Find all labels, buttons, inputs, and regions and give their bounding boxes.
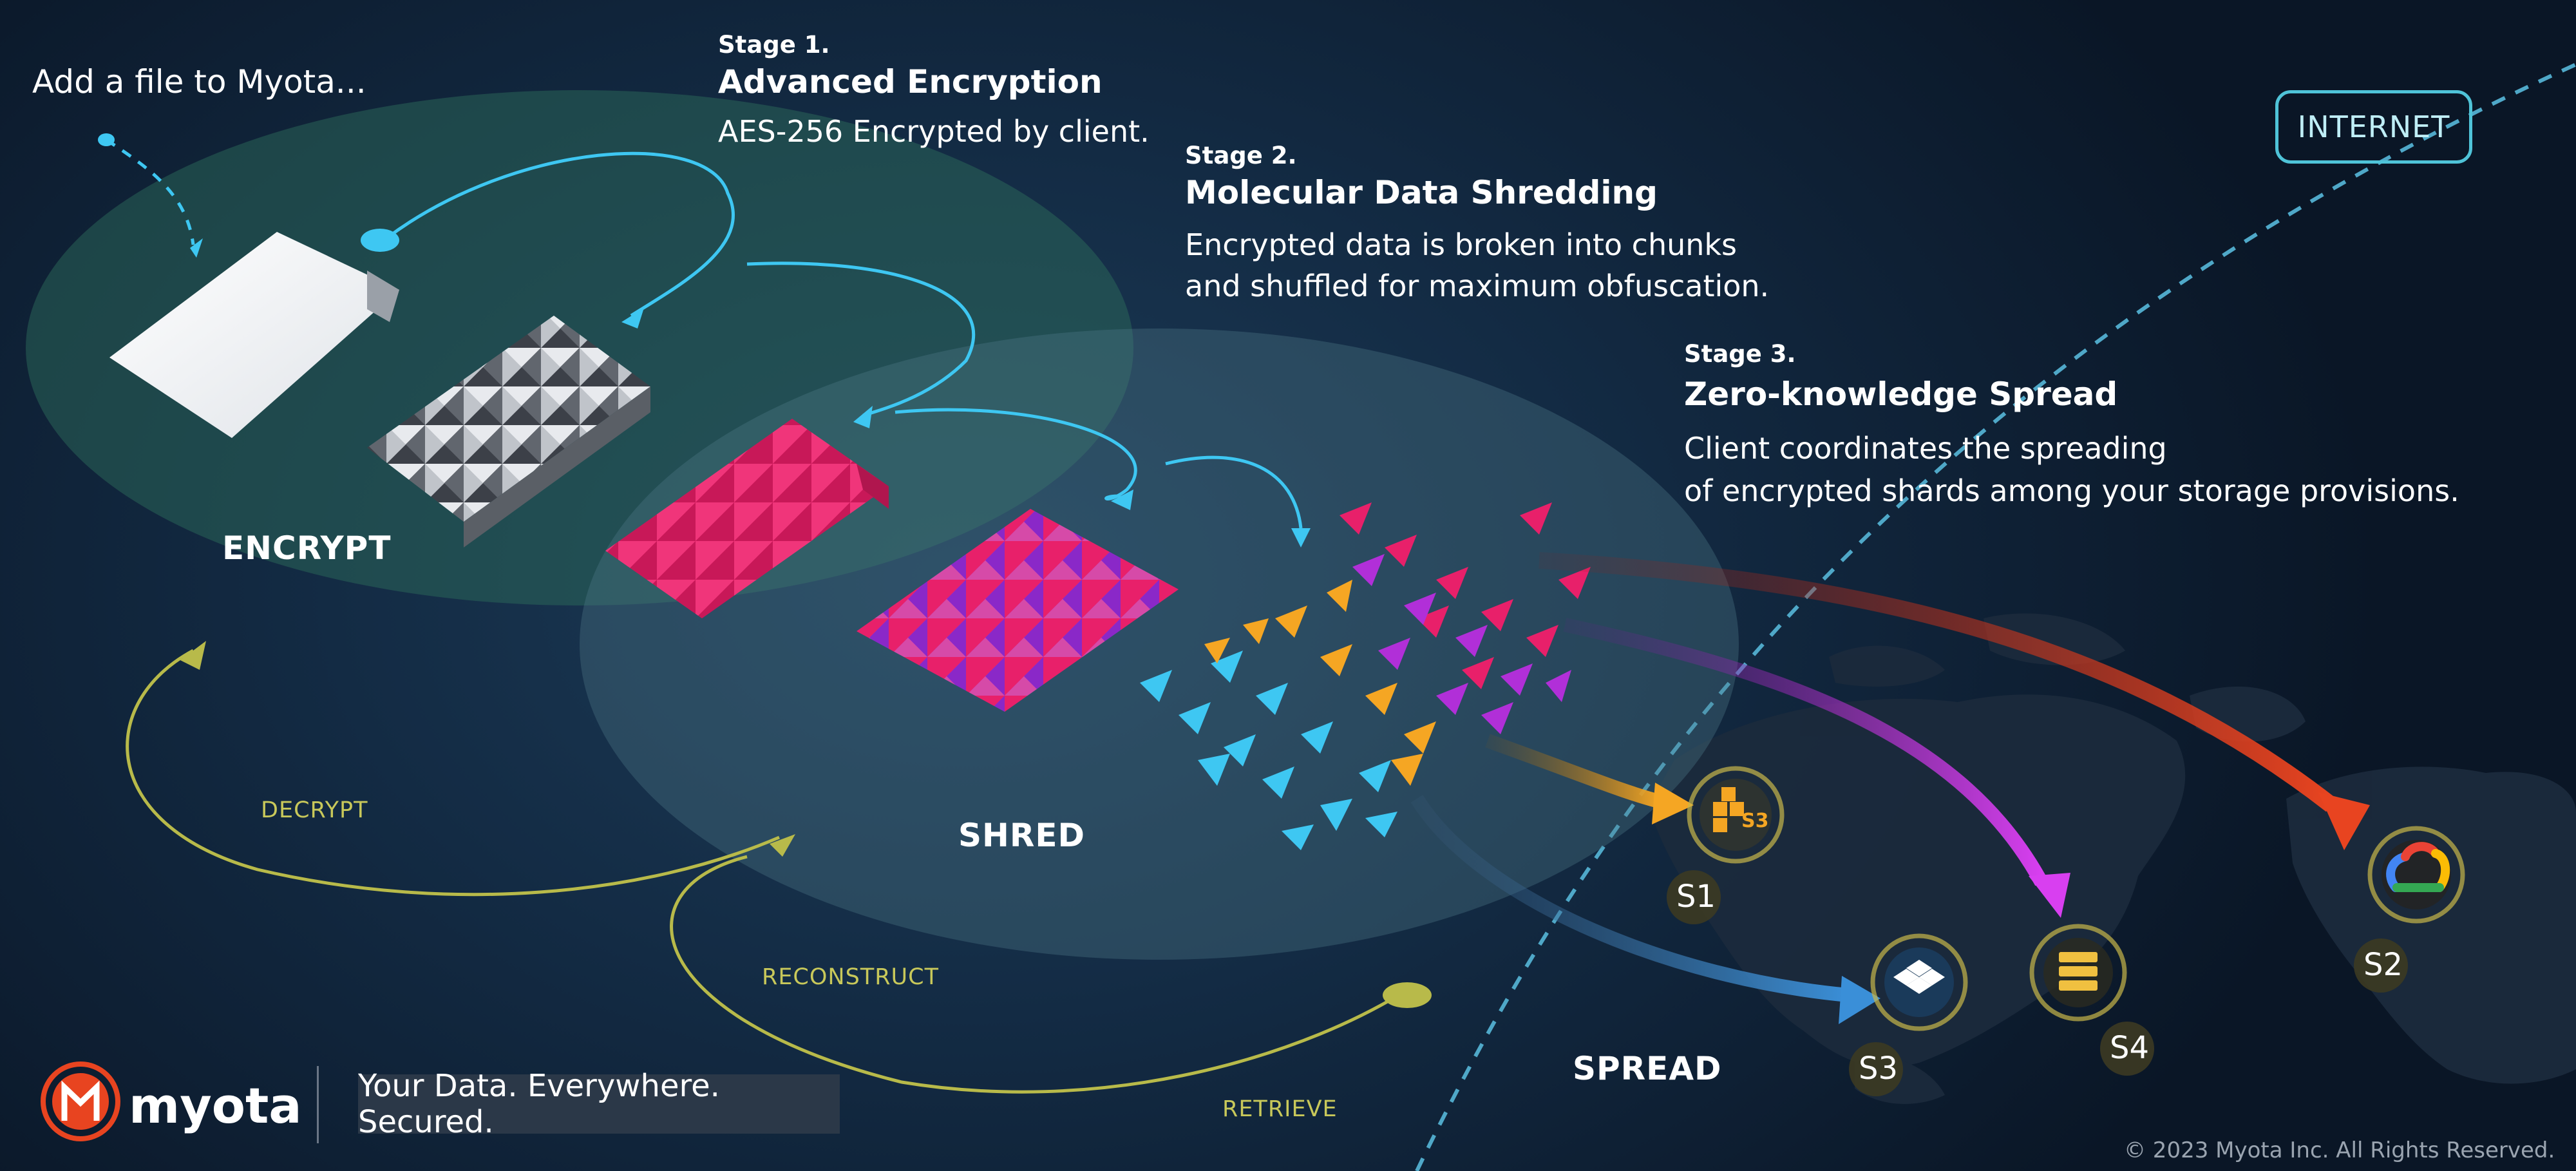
intro-text: Add a file to Myota...: [32, 63, 366, 100]
shards-cluster: [1140, 502, 1591, 850]
dropbox-icon: [1893, 960, 1945, 994]
stage-1-title: Advanced Encryption: [718, 63, 1103, 100]
stage-3-desc-line-1: Client coordinates the spreading: [1684, 431, 2167, 466]
brand-tagline: Your Data. Everywhere. Secured.: [358, 1068, 840, 1140]
stage-1-label: Stage 1.: [718, 31, 830, 59]
decrypt-label: DECRYPT: [261, 797, 368, 823]
stage-3-label: Stage 3.: [1684, 340, 1796, 368]
storage-s2-label: S2: [2363, 947, 2403, 983]
stage-2-desc-line-1: Encrypted data is broken into chunks: [1185, 227, 1738, 262]
encrypted-block-icon: [367, 316, 650, 547]
pink-block-icon: [605, 419, 889, 618]
stage-1-desc: AES-256 Encrypted by client.: [718, 114, 1150, 149]
cycle-arrows: [126, 649, 1405, 1094]
google-cloud-icon: [2386, 842, 2450, 892]
brand-divider: [317, 1066, 319, 1143]
storage-s1-label: S1: [1676, 879, 1716, 915]
spread-label: SPREAD: [1573, 1050, 1722, 1087]
brand-name: myota: [129, 1077, 302, 1134]
plain-file-icon: [109, 232, 399, 438]
aws-s3-icon: [1713, 787, 1744, 832]
server-icon: [2059, 952, 2098, 991]
storage-s3-label: S3: [1859, 1051, 1899, 1087]
stage-arrows: [105, 138, 1303, 529]
aws-s3-icon-text: S3: [1741, 810, 1769, 832]
myota-logo-icon: [41, 1062, 120, 1141]
encrypt-label: ENCRYPT: [222, 529, 392, 567]
stage-3-title: Zero-knowledge Spread: [1684, 376, 2118, 413]
mixed-block-icon: [857, 509, 1179, 712]
retrieve-label: RETRIEVE: [1222, 1096, 1338, 1122]
stage-3-desc-line-2: of encrypted shards among your storage p…: [1684, 473, 2459, 508]
stage-2-desc-line-2: and shuffled for maximum obfuscation.: [1185, 269, 1770, 303]
copyright-text: © 2023 Myota Inc. All Rights Reserved.: [2124, 1138, 2555, 1163]
shred-zone: [580, 328, 1739, 960]
internet-badge: INTERNET: [2275, 90, 2472, 164]
shred-label: SHRED: [958, 817, 1086, 854]
stage-2-label: Stage 2.: [1185, 142, 1297, 169]
storage-s4-label: S4: [2110, 1030, 2150, 1066]
storage-id-circles: [1667, 870, 2408, 1096]
internet-boundary: [1415, 62, 2576, 1171]
reconstruct-label: RECONSTRUCT: [762, 964, 939, 990]
spread-arrows: [1410, 552, 2370, 1024]
stage-2-title: Molecular Data Shredding: [1185, 174, 1658, 211]
